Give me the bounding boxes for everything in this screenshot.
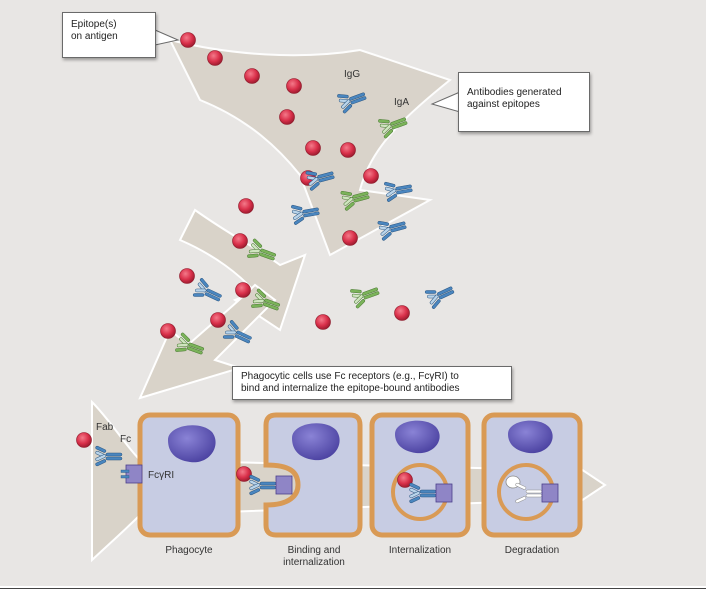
antigen-blob [305,140,321,156]
stage-label-binding: Binding and internalization [283,545,345,568]
nucleus [508,420,553,454]
fc-label: Fc [120,434,132,445]
antigen-blob [76,432,92,448]
antigen-blob [340,142,356,158]
phagocyte-cell [120,412,241,538]
nucleus [395,420,440,454]
antigen-blob [235,282,251,298]
antigen-blob [394,305,410,321]
antigen-blob [286,78,302,94]
fab-label: Fab [96,422,114,433]
antigen-blob [180,32,196,48]
antigen-blob [160,323,176,339]
frame-bottom-rule [0,588,706,589]
igg-label: IgG [344,69,361,80]
antigen-blob [363,168,379,184]
antigen-blob [207,50,223,66]
fc-receptor [435,483,453,503]
phagocytic-callout: Phagocytic cells use Fc receptors (e.g.,… [232,366,512,400]
nucleus [292,423,340,461]
antibodies-callout: Antibodies generated against epitopes [458,72,590,132]
nucleus [168,425,216,463]
epitope-callout: Epitope(s) on antigen [62,12,156,58]
degradation-cell [481,412,583,538]
stage-label-degradation: Degradation [504,545,560,556]
antigen-blob [342,230,358,246]
stage-label-internalization: Internalization [388,545,452,556]
antigen-blob [210,312,226,328]
fc-receptor [541,483,559,503]
fc-receptor [275,475,293,495]
internalization-cell [369,412,471,538]
flow-arrow-lower [138,283,277,400]
antigen-blob [179,268,195,284]
antigen-blob [236,466,252,482]
antigen-blob [244,68,260,84]
iga-label: IgA [394,97,410,108]
stage-label-phagocyte: Phagocyte [165,545,213,556]
antigen-blob [315,314,331,330]
receptor-label: FcγRI [148,470,175,481]
antigen-blob [238,198,254,214]
binding-cell [236,412,363,538]
degraded-antibody [515,482,543,504]
antigen-blob [232,233,248,249]
antigen-blob [279,109,295,125]
